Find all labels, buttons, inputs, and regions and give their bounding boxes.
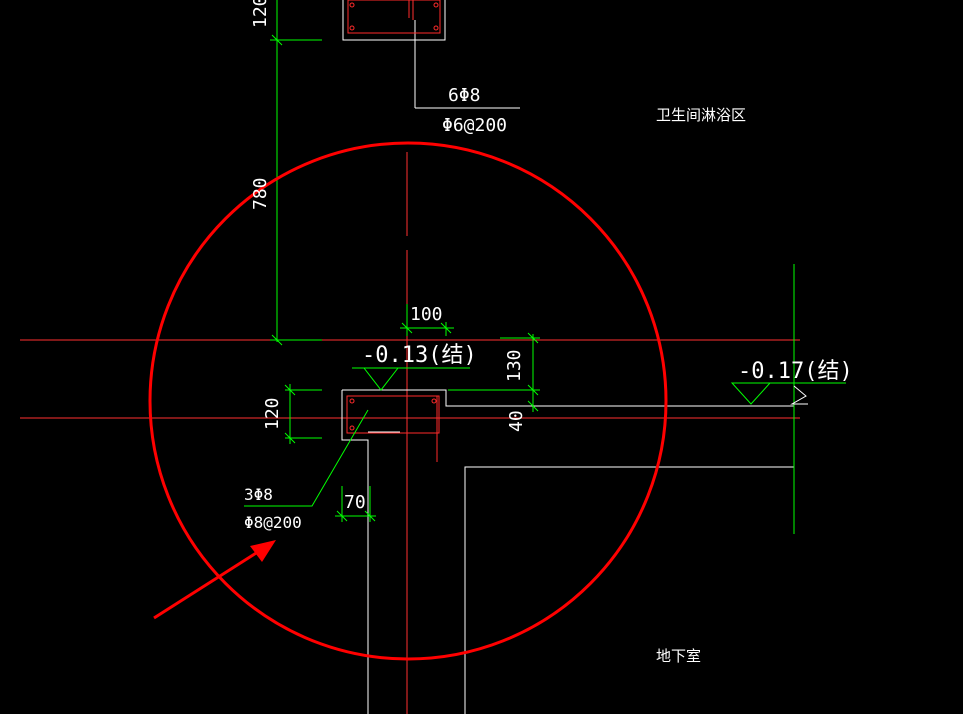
rebar-cages — [346, 0, 441, 462]
dim-label-780: 780 — [250, 177, 271, 210]
break-symbol — [790, 385, 808, 405]
dim-tick — [336, 510, 348, 522]
rebar-note-top-stirrup: Φ6@200 — [442, 115, 507, 136]
highlight-circle — [148, 141, 668, 661]
rebar-dot — [431, 398, 437, 404]
pointer-arrow-shaft — [153, 546, 265, 620]
dim-label-100: 100 — [410, 304, 443, 325]
dim-label-70: 70 — [344, 492, 366, 513]
slab-top-edge — [342, 389, 794, 407]
room-label-basement: 地下室 — [656, 647, 701, 665]
upper-beam-stirrup — [347, 0, 441, 34]
lower-beam-stirrup — [346, 395, 440, 434]
rebar-dot — [349, 425, 355, 431]
pointer-arrow-head — [250, 540, 276, 562]
dim-tick — [364, 510, 376, 522]
dim-tick — [527, 384, 539, 396]
dimension-lines — [244, 0, 846, 534]
rebar-dot — [433, 2, 439, 8]
dim-tick — [284, 432, 296, 444]
leader-line-bottom — [244, 409, 369, 507]
dim-tick — [271, 334, 283, 346]
rebar-dot — [349, 25, 355, 31]
dim-label-120-mid: 120 — [262, 397, 283, 430]
rebar-dot — [349, 398, 355, 404]
elevation-triangle-right — [730, 382, 772, 405]
elevation-label-left: -0.13(结) — [362, 343, 477, 368]
wall-outlines — [341, 0, 794, 714]
elevation-label-right: -0.17(结) — [738, 359, 853, 384]
room-label-shower: 卫生间淋浴区 — [656, 106, 746, 124]
upper-beam-outline — [342, 0, 446, 41]
dim-tick — [401, 322, 413, 334]
dim-tick — [284, 384, 296, 396]
dim-label-130: 130 — [504, 349, 525, 382]
dim-tick — [527, 400, 539, 412]
dim-tick — [440, 322, 452, 334]
rebar-note-bottom-stirrup: Φ8@200 — [244, 513, 302, 532]
rebar-dot — [349, 2, 355, 8]
dim-label-120-top: 120 — [250, 0, 271, 28]
elevation-triangle-left — [362, 367, 400, 391]
rebar-dot — [433, 25, 439, 31]
rebar-note-top-main: 6Φ8 — [448, 85, 481, 106]
annotation-highlight — [148, 141, 668, 661]
dim-tick — [271, 34, 283, 46]
dim-label-40: 40 — [506, 410, 527, 432]
dim-tick — [527, 332, 539, 344]
basement-wall — [464, 466, 794, 714]
rebar-note-bottom-main: 3Φ8 — [244, 485, 273, 504]
drawing-text: 120 780 100 130 40 120 70 6Φ8 Φ6@200 3Φ8… — [244, 0, 853, 665]
lower-wall-left — [341, 390, 369, 714]
